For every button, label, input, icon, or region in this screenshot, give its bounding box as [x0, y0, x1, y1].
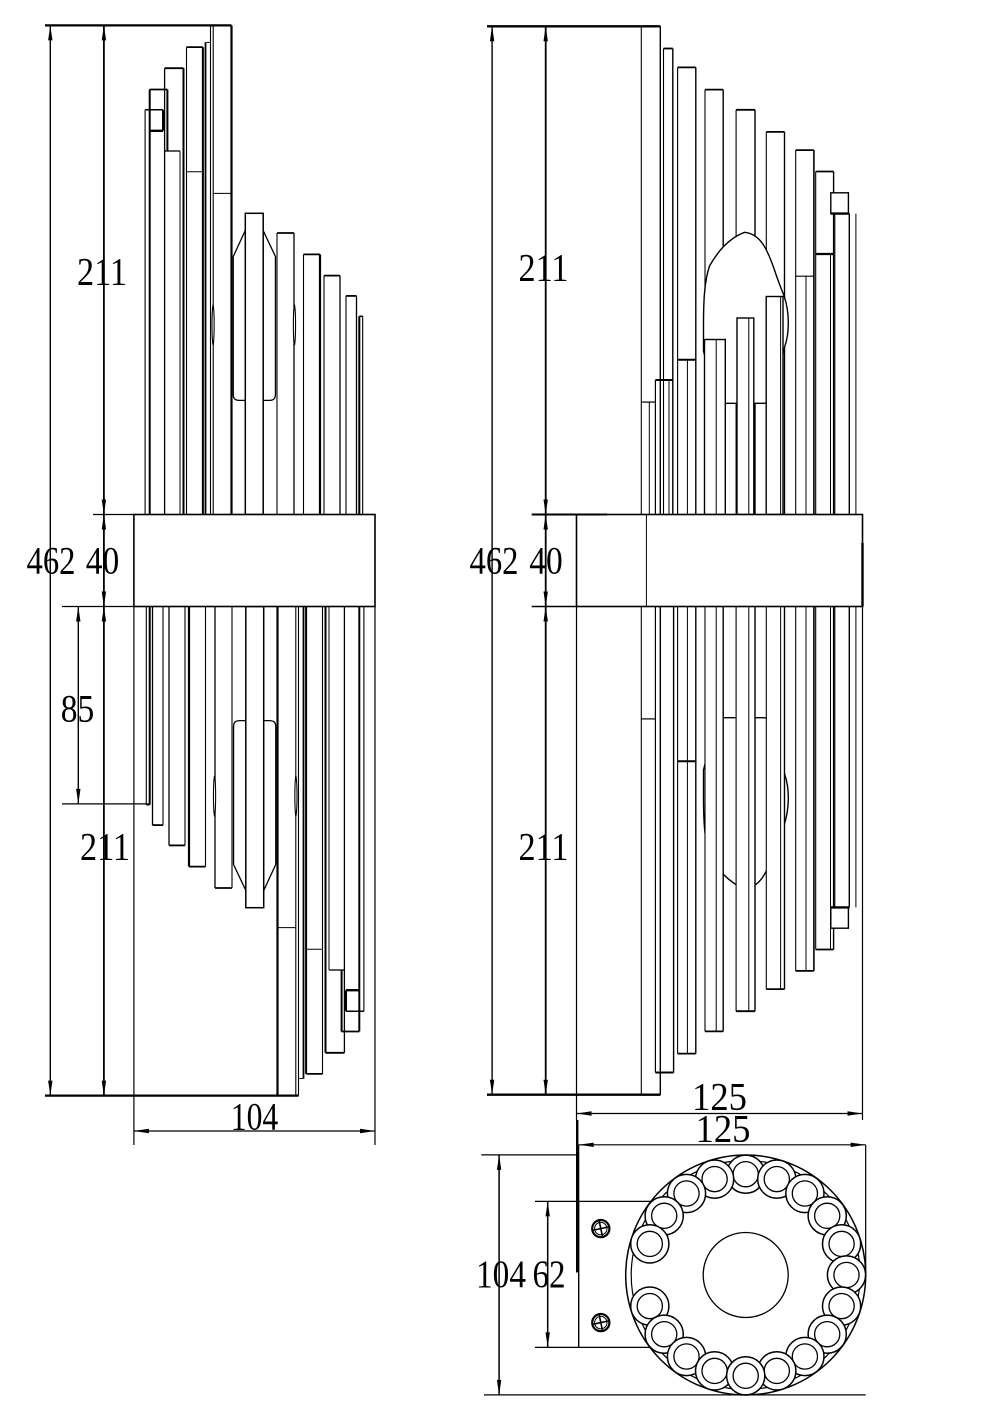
svg-text:40: 40 — [529, 540, 563, 583]
svg-text:211: 211 — [519, 826, 569, 869]
svg-text:125: 125 — [696, 1108, 751, 1151]
svg-text:462: 462 — [27, 540, 76, 583]
svg-text:211: 211 — [77, 251, 127, 294]
svg-text:125: 125 — [692, 1076, 747, 1119]
svg-text:104: 104 — [231, 1096, 279, 1139]
svg-text:40: 40 — [86, 540, 120, 583]
svg-text:211: 211 — [519, 247, 569, 290]
svg-text:85: 85 — [61, 688, 95, 731]
svg-text:211: 211 — [80, 826, 130, 869]
svg-text:104: 104 — [476, 1253, 526, 1296]
svg-text:462: 462 — [470, 540, 519, 583]
svg-text:62: 62 — [533, 1253, 566, 1296]
